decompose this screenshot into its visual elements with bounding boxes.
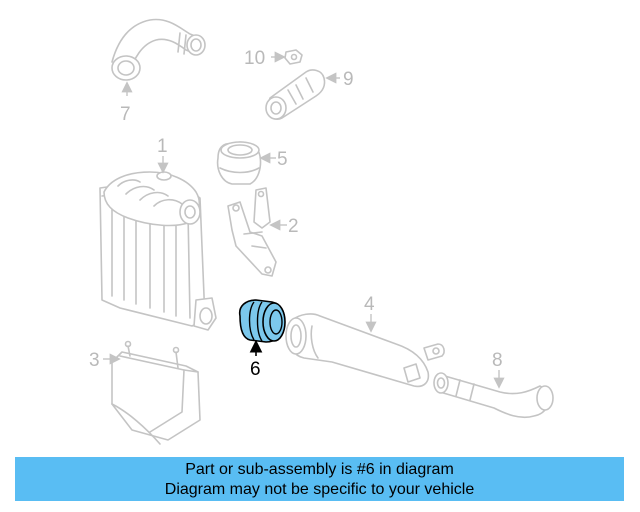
parts-diagram: 7 10 9 5 1 (89, 18, 554, 445)
callout-1: 1 (157, 136, 168, 157)
part-7-hose (111, 18, 206, 81)
banner-line-2: Diagram may not be specific to your vehi… (164, 481, 475, 498)
callout-10: 10 (244, 48, 265, 69)
part-10-clip (284, 49, 303, 65)
part-4-pipe (285, 313, 445, 388)
part-1-intercooler (99, 171, 217, 331)
callout-6: 6 (250, 359, 261, 380)
callout-2: 2 (288, 216, 299, 237)
callout-5: 5 (277, 149, 288, 170)
info-banner: Part or sub-assembly is #6 in diagram Di… (15, 457, 624, 501)
callout-7: 7 (120, 104, 131, 125)
callout-9: 9 (343, 69, 354, 90)
callout-8: 8 (492, 350, 503, 371)
part-8-hose (433, 372, 554, 419)
banner-line-1: Part or sub-assembly is #6 in diagram (185, 461, 454, 478)
callout-3: 3 (89, 350, 100, 371)
part-5-coupler (216, 141, 262, 185)
part-3-duct (111, 340, 201, 445)
callout-4: 4 (364, 294, 375, 315)
part-9-hose (265, 69, 326, 120)
part-2-bracket (227, 187, 277, 277)
part-6-coupler-highlighted (238, 299, 286, 343)
